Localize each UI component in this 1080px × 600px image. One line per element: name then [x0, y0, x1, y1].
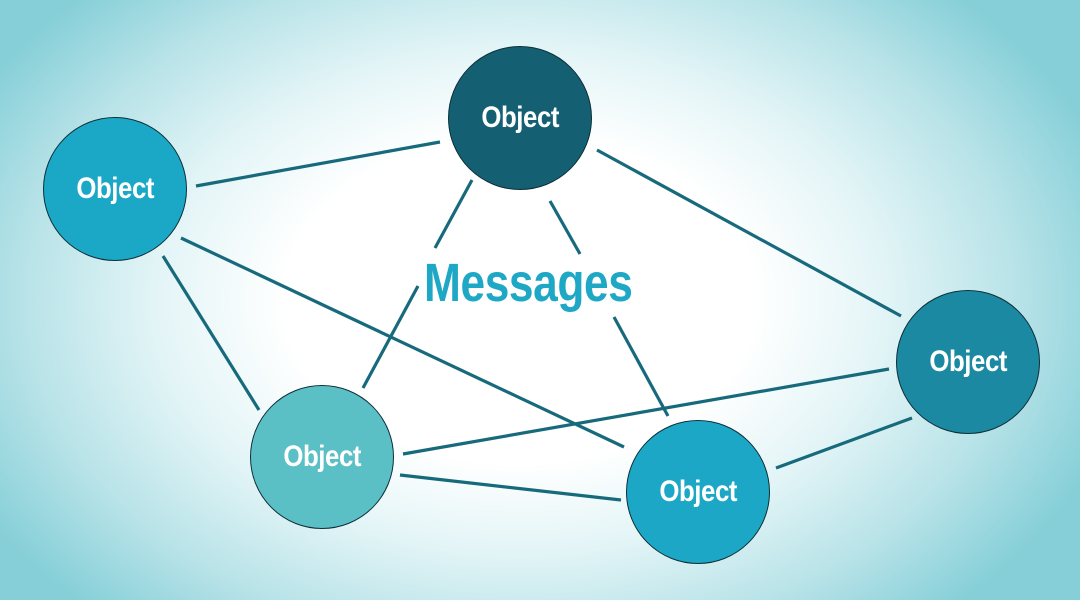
object-node-right[interactable]: Object — [896, 290, 1040, 434]
connection-line — [195, 140, 441, 188]
object-node-label: Object — [929, 345, 1007, 378]
object-node-label: Object — [283, 440, 361, 473]
connection-line — [433, 179, 474, 249]
connection-line — [548, 200, 582, 255]
connection-line — [612, 316, 670, 417]
connection-line — [399, 473, 622, 502]
connection-line — [180, 236, 625, 449]
connection-line — [596, 148, 902, 318]
connection-line — [161, 255, 261, 411]
object-node-label: Object — [659, 475, 737, 508]
messages-label: Messages — [424, 253, 633, 313]
object-node-label: Object — [481, 101, 559, 134]
connection-line — [775, 416, 913, 470]
object-node-left[interactable]: Object — [43, 117, 187, 261]
object-node-bottom-center[interactable]: Object — [626, 420, 770, 564]
object-node-bottom-left[interactable]: Object — [250, 385, 394, 529]
connection-line — [402, 367, 890, 456]
object-node-label: Object — [76, 172, 154, 205]
object-node-top[interactable]: Object — [448, 46, 592, 190]
connection-line — [361, 285, 420, 389]
